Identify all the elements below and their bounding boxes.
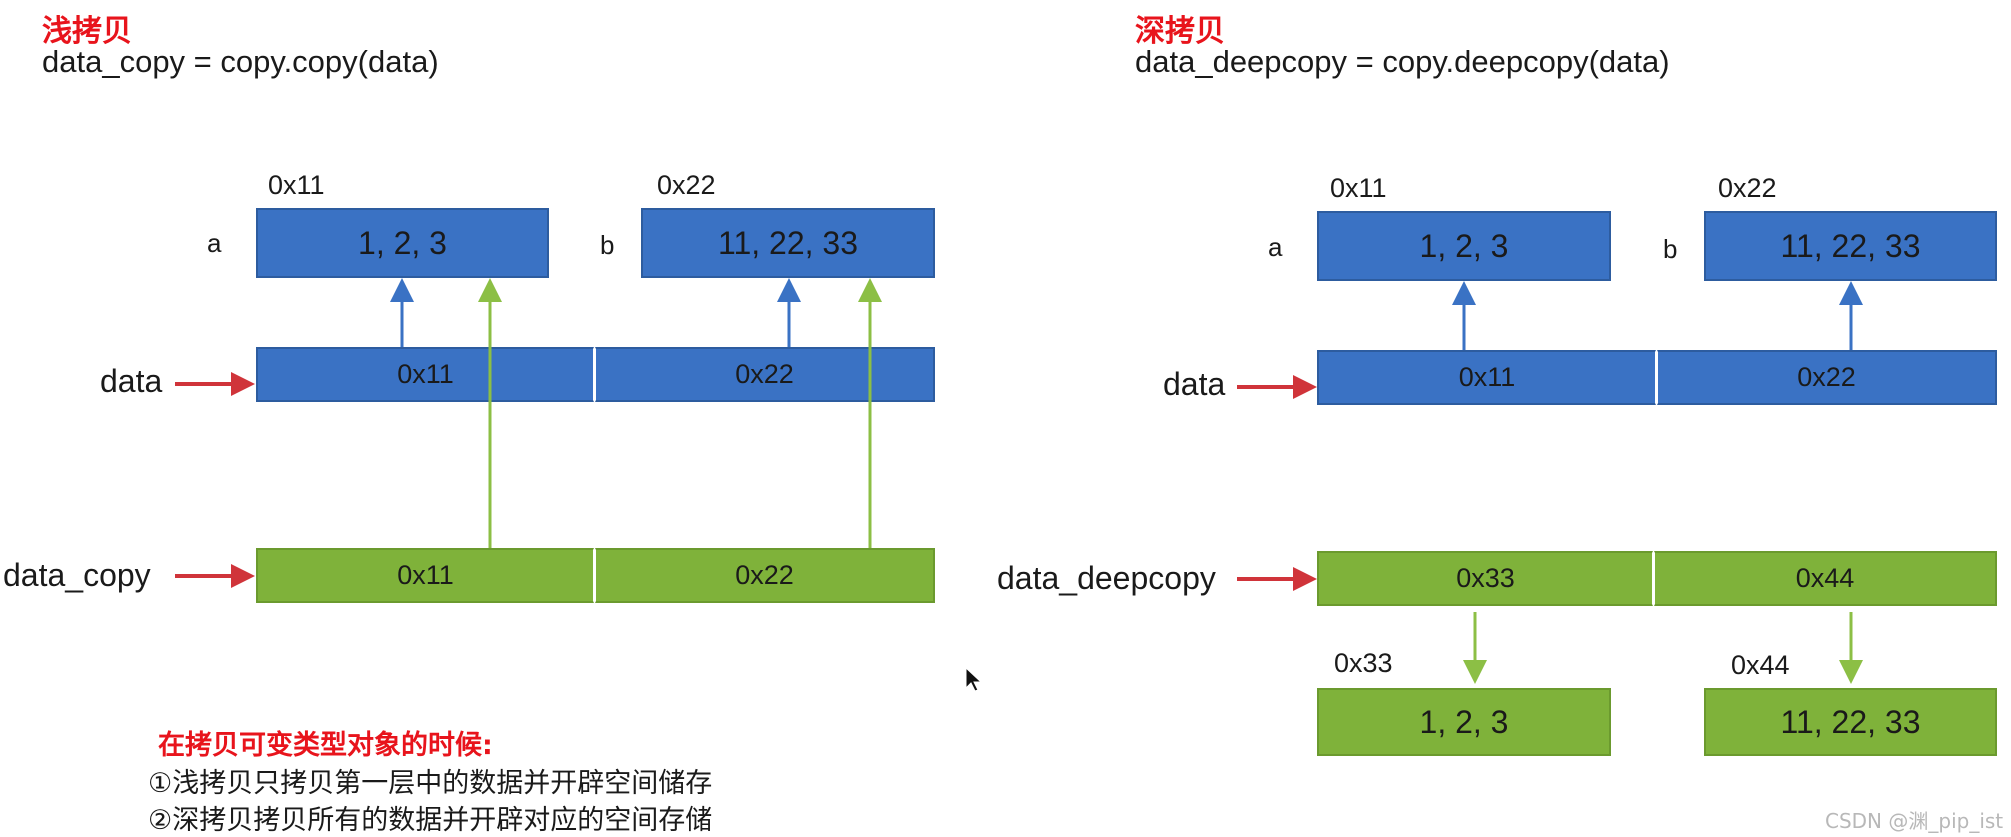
right-new-list-a-box: 1, 2, 3 bbox=[1317, 688, 1611, 756]
right-new-list-b-box: 11, 22, 33 bbox=[1704, 688, 1997, 756]
right-data-cell-2-text: 0x22 bbox=[1797, 362, 1856, 392]
right-deepcopy-cell-1: 0x33 bbox=[1317, 551, 1653, 606]
left-data-cell-1: 0x11 bbox=[256, 347, 594, 402]
right-data-cell-2: 0x22 bbox=[1657, 350, 1997, 405]
right-new-a-address: 0x33 bbox=[1334, 648, 1393, 678]
right-new-list-b-value: 11, 22, 33 bbox=[1780, 703, 1921, 740]
right-b-address: 0x22 bbox=[1718, 173, 1777, 203]
right-list-a-value: 1, 2, 3 bbox=[1419, 227, 1509, 264]
left-copy-cell-1: 0x11 bbox=[256, 548, 594, 603]
right-deepcopy-label: data_deepcopy bbox=[997, 560, 1216, 596]
right-deepcopy-cell-2-text: 0x44 bbox=[1795, 563, 1855, 593]
note-line-2: ②深拷贝拷贝所有的数据并开辟对应的空间存储 bbox=[148, 805, 713, 836]
right-data-cell-1: 0x11 bbox=[1317, 350, 1656, 405]
right-deepcopy-cell-1-text: 0x33 bbox=[1456, 563, 1515, 593]
left-copy-cell-2-text: 0x22 bbox=[735, 560, 794, 590]
left-list-b-value: 11, 22, 33 bbox=[718, 224, 858, 261]
right-new-list-a-value: 1, 2, 3 bbox=[1419, 703, 1509, 740]
right-list-a-box: 1, 2, 3 bbox=[1317, 211, 1611, 281]
note-line-1: ①浅拷贝只拷贝第一层中的数据并开辟空间储存 bbox=[148, 768, 713, 799]
left-data-cell-2-text: 0x22 bbox=[735, 359, 794, 389]
right-b-label: b bbox=[1663, 234, 1678, 264]
left-copy-cell-2: 0x22 bbox=[595, 548, 935, 603]
right-data-cell-1-text: 0x11 bbox=[1458, 362, 1516, 392]
right-a-label: a bbox=[1268, 232, 1283, 262]
right-a-address: 0x11 bbox=[1330, 173, 1387, 203]
left-a-label: a bbox=[207, 228, 222, 258]
right-deepcopy-cell-2: 0x44 bbox=[1654, 551, 1997, 606]
left-a-address: 0x11 bbox=[268, 170, 325, 200]
right-list-b-box: 11, 22, 33 bbox=[1704, 211, 1997, 281]
left-data-cell-2: 0x22 bbox=[595, 347, 935, 402]
deep-copy-code: data_deepcopy = copy.deepcopy(data) bbox=[1135, 44, 1670, 79]
watermark: CSDN @渊_pip_ist bbox=[1825, 809, 2004, 833]
left-list-a-value: 1, 2, 3 bbox=[358, 224, 447, 261]
left-list-b-box: 11, 22, 33 bbox=[641, 208, 935, 278]
left-data-label: data bbox=[100, 363, 163, 399]
deep-copy-title: 深拷贝 bbox=[1135, 14, 1225, 49]
note-title: 在拷贝可变类型对象的时候: bbox=[158, 730, 493, 761]
left-b-label: b bbox=[600, 230, 615, 260]
mouse-cursor-icon bbox=[965, 666, 983, 692]
left-data-cell-1-text: 0x11 bbox=[397, 359, 454, 389]
left-b-address: 0x22 bbox=[657, 170, 716, 200]
left-copy-cell-1-text: 0x11 bbox=[397, 560, 454, 590]
left-list-a-box: 1, 2, 3 bbox=[256, 208, 549, 278]
left-copy-label: data_copy bbox=[3, 557, 151, 593]
right-data-label: data bbox=[1163, 366, 1226, 402]
right-new-b-address: 0x44 bbox=[1731, 650, 1790, 680]
shallow-copy-title: 浅拷贝 bbox=[42, 14, 132, 49]
right-list-b-value: 11, 22, 33 bbox=[1780, 227, 1921, 264]
shallow-copy-code: data_copy = copy.copy(data) bbox=[42, 44, 439, 79]
